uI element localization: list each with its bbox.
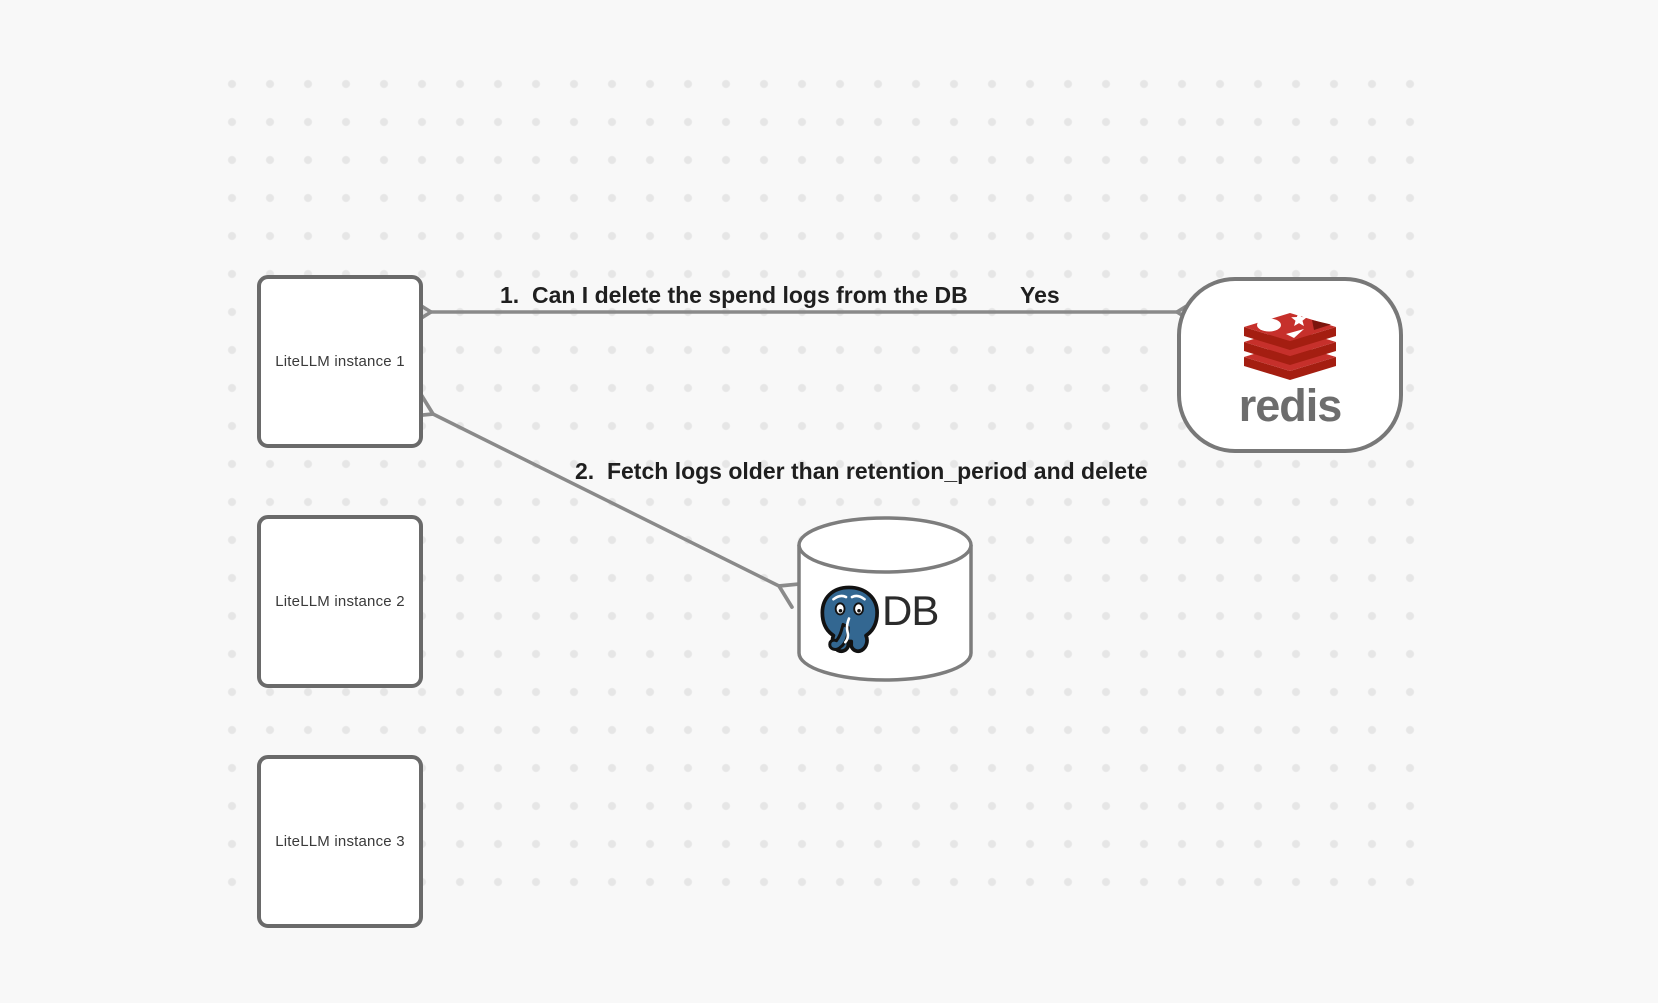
node-redis: redis <box>1177 277 1403 453</box>
node-litellm-instance-2-label: LiteLLM instance 2 <box>275 593 405 610</box>
db-label: DB <box>882 587 939 634</box>
node-litellm-instance-1: LiteLLM instance 1 <box>257 275 423 448</box>
node-litellm-instance-3-label: LiteLLM instance 3 <box>275 833 405 850</box>
node-litellm-instance-3: LiteLLM instance 3 <box>257 755 423 928</box>
postgresql-elephant-icon <box>820 585 879 654</box>
redis-wordmark: redis <box>1238 379 1343 431</box>
edge-1-label: 1. Can I delete the spend logs from the … <box>500 282 968 308</box>
edge-2-arrow <box>406 391 806 609</box>
edge-1-response-label: Yes <box>1020 282 1060 308</box>
node-litellm-instance-1-label: LiteLLM instance 1 <box>275 353 405 370</box>
node-litellm-instance-2: LiteLLM instance 2 <box>257 515 423 688</box>
redis-logo-icon <box>1244 311 1336 380</box>
edge-2-label: 2. Fetch logs older than retention_perio… <box>575 458 1148 484</box>
